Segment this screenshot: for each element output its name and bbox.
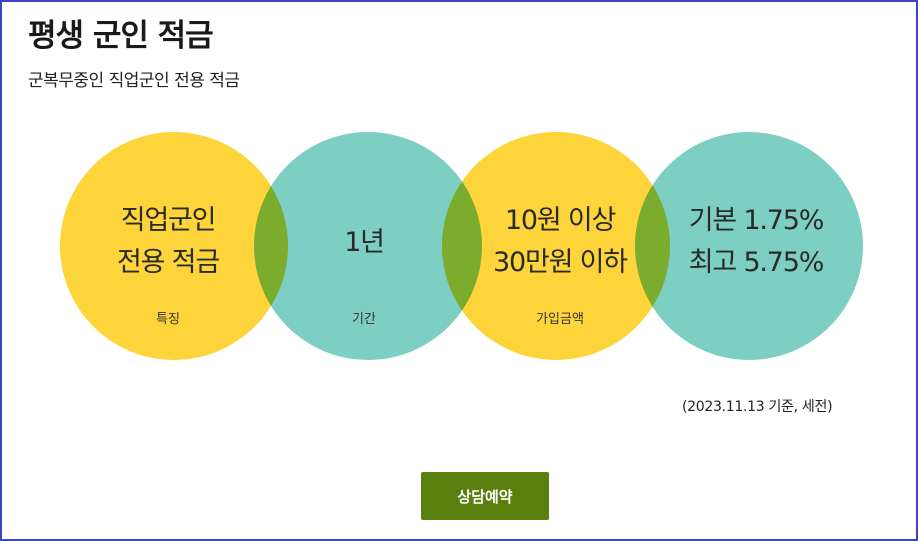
feature-amount: 10원 이상 30만원 이하 가입금액 [446,132,674,360]
consultation-booking-button[interactable]: 상담예약 [421,472,549,520]
feature-type: 직업군인 전용 적금 특징 [54,132,282,360]
feature-period-caption: 기간 [352,312,376,327]
feature-circle-type [60,132,288,360]
page-subtitle: 군복무중인 직업군인 전용 적금 [28,71,240,91]
feature-amount-line2: 30만원 이하 [493,247,628,278]
feature-rate-max: 최고 5.75% [688,247,825,278]
feature-circle-rate [635,132,863,360]
feature-rate: 기본 1.75% 최고 5.75% [642,132,870,360]
rate-basis-note: (2023.11.13 기준, 세전) [682,399,833,415]
feature-type-caption: 특징 [156,312,180,327]
feature-period: 1년 기간 [250,132,478,360]
feature-period-value: 1년 [344,227,385,258]
feature-circle-amount [442,132,670,360]
feature-amount-line1: 10원 이상 [504,205,616,236]
feature-type-line2: 전용 적금 [117,247,220,278]
feature-type-line1: 직업군인 [120,205,217,236]
page-title: 평생 군인 적금 [28,18,214,54]
feature-amount-caption: 가입금액 [536,312,584,327]
feature-rate-base: 기본 1.75% [688,205,825,236]
